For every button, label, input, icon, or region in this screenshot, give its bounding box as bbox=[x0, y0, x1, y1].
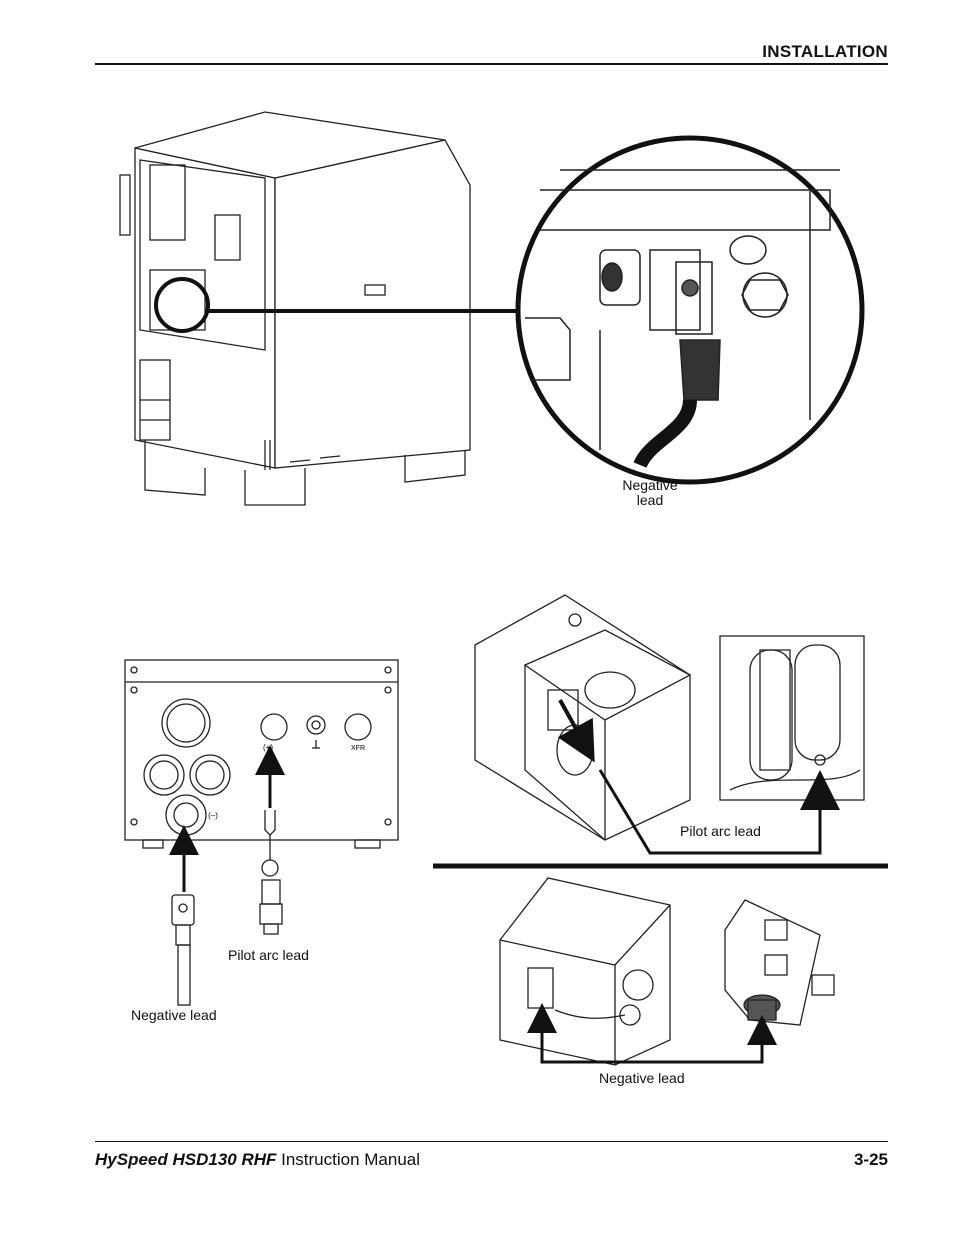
negative-lead-caption-bottom: Negative lead bbox=[599, 1070, 685, 1086]
xfr-symbol: XFR bbox=[351, 745, 365, 752]
positive-terminal-symbol: (+) bbox=[263, 743, 273, 752]
magnified-negative-connection bbox=[515, 135, 865, 485]
page-number: 3-25 bbox=[853, 1150, 888, 1169]
header-rule bbox=[95, 63, 888, 65]
negative-terminal-symbol: (–) bbox=[208, 811, 218, 820]
rhf-console-interior bbox=[474, 594, 865, 855]
pilot-arc-lead-caption-interior: Pilot arc lead bbox=[680, 823, 761, 839]
caption-line2: lead bbox=[636, 492, 664, 508]
footer-manual-title: HySpeed HSD130 RHF Instruction Manual bbox=[95, 1150, 420, 1170]
rhf-console-panel bbox=[124, 659, 399, 1006]
negative-lead-caption-panel: Negative lead bbox=[131, 1007, 217, 1023]
caption-line1: Negative bbox=[622, 477, 678, 493]
power-supply-drawing bbox=[119, 111, 525, 506]
rhf-console-bottom bbox=[499, 877, 835, 1066]
product-name: HySpeed HSD130 RHF bbox=[95, 1150, 277, 1169]
manual-name: Instruction Manual bbox=[276, 1150, 421, 1169]
section-title: INSTALLATION bbox=[762, 42, 888, 61]
pilot-arc-lead-caption-panel: Pilot arc lead bbox=[228, 947, 309, 963]
footer-rule bbox=[95, 1141, 888, 1142]
negative-lead-caption-top: Negative lead bbox=[600, 478, 700, 508]
